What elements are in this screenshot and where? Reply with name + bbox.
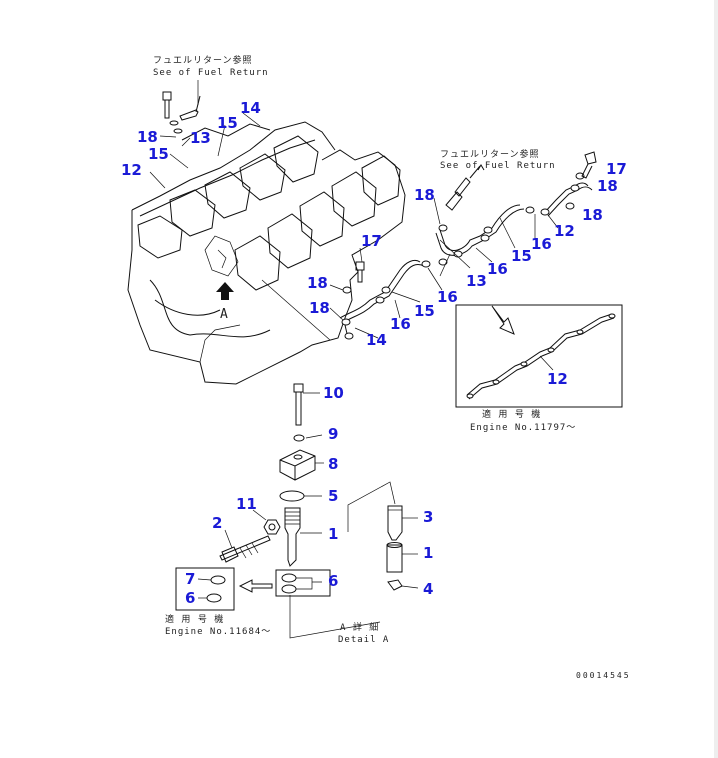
callout-16: 16 <box>437 288 458 306</box>
note-applies-jp-1: 適 用 号 機 <box>482 408 541 420</box>
callout-14: 14 <box>240 99 261 117</box>
callout-15: 15 <box>511 247 532 265</box>
notes: フュエルリターン参照 See of Fuel Return フュエルリターン参照… <box>153 54 631 680</box>
callout-6: 6 <box>328 572 338 590</box>
callout-18: 18 <box>597 177 618 195</box>
callout-12: 12 <box>554 222 575 240</box>
fuel-lines-drawing <box>329 151 597 340</box>
callout-1: 1 <box>328 525 338 543</box>
callout-1: 1 <box>423 544 433 562</box>
callout-9: 9 <box>328 425 338 443</box>
callout-8: 8 <box>328 455 338 473</box>
inset-engine-11797 <box>455 304 623 408</box>
note-detail-en: Detail A <box>338 635 389 645</box>
callout-3: 3 <box>423 508 433 526</box>
note-applies-jp-2: 適 用 号 機 <box>165 613 224 625</box>
callout-13: 13 <box>190 129 211 147</box>
callout-17: 17 <box>606 160 627 178</box>
callouts: 18 13 15 12 15 14 17 18 18 18 12 16 15 1… <box>121 99 627 607</box>
callout-14: 14 <box>366 331 387 349</box>
note-fuel-return-en-2: See of Fuel Return <box>440 161 556 171</box>
callout-15: 15 <box>217 114 238 132</box>
callout-18: 18 <box>309 299 330 317</box>
callout-16: 16 <box>390 315 411 333</box>
callout-16: 16 <box>487 260 508 278</box>
note-fuel-return-jp-2: フュエルリターン参照 <box>440 148 540 160</box>
drawing-code: 00014545 <box>576 671 631 680</box>
view-letter: A <box>220 307 229 322</box>
callout-7: 7 <box>185 570 195 588</box>
note-fuel-return-en-1: See of Fuel Return <box>153 68 269 78</box>
callout-4: 4 <box>423 580 433 598</box>
note-detail-jp: A 詳 細 <box>340 621 379 633</box>
callout-6: 6 <box>185 589 195 607</box>
callout-11: 11 <box>236 495 257 513</box>
callout-2: 2 <box>212 514 222 532</box>
callout-17: 17 <box>361 232 382 250</box>
callout-18: 18 <box>582 206 603 224</box>
callout-18: 18 <box>414 186 435 204</box>
note-engine-11684: Engine No.11684～ <box>165 627 271 637</box>
callout-18: 18 <box>137 128 158 146</box>
injector-assembly-drawing <box>175 383 419 639</box>
callout-15: 15 <box>414 302 435 320</box>
engine-block-drawing: A <box>127 91 406 385</box>
callout-12: 12 <box>121 161 142 179</box>
window-edge <box>714 0 718 758</box>
detail-leaders <box>197 578 212 599</box>
view-arrow-icon <box>216 282 234 300</box>
note-engine-11797: Engine No.11797～ <box>470 423 576 433</box>
leader-lines <box>149 80 261 189</box>
callout-18: 18 <box>307 274 328 292</box>
callout-10: 10 <box>323 384 344 402</box>
note-fuel-return-jp-1: フュエルリターン参照 <box>153 54 253 66</box>
callout-13: 13 <box>466 272 487 290</box>
callout-16: 16 <box>531 235 552 253</box>
callout-5: 5 <box>328 487 338 505</box>
callout-15: 15 <box>148 145 169 163</box>
callout-12: 12 <box>547 370 568 388</box>
